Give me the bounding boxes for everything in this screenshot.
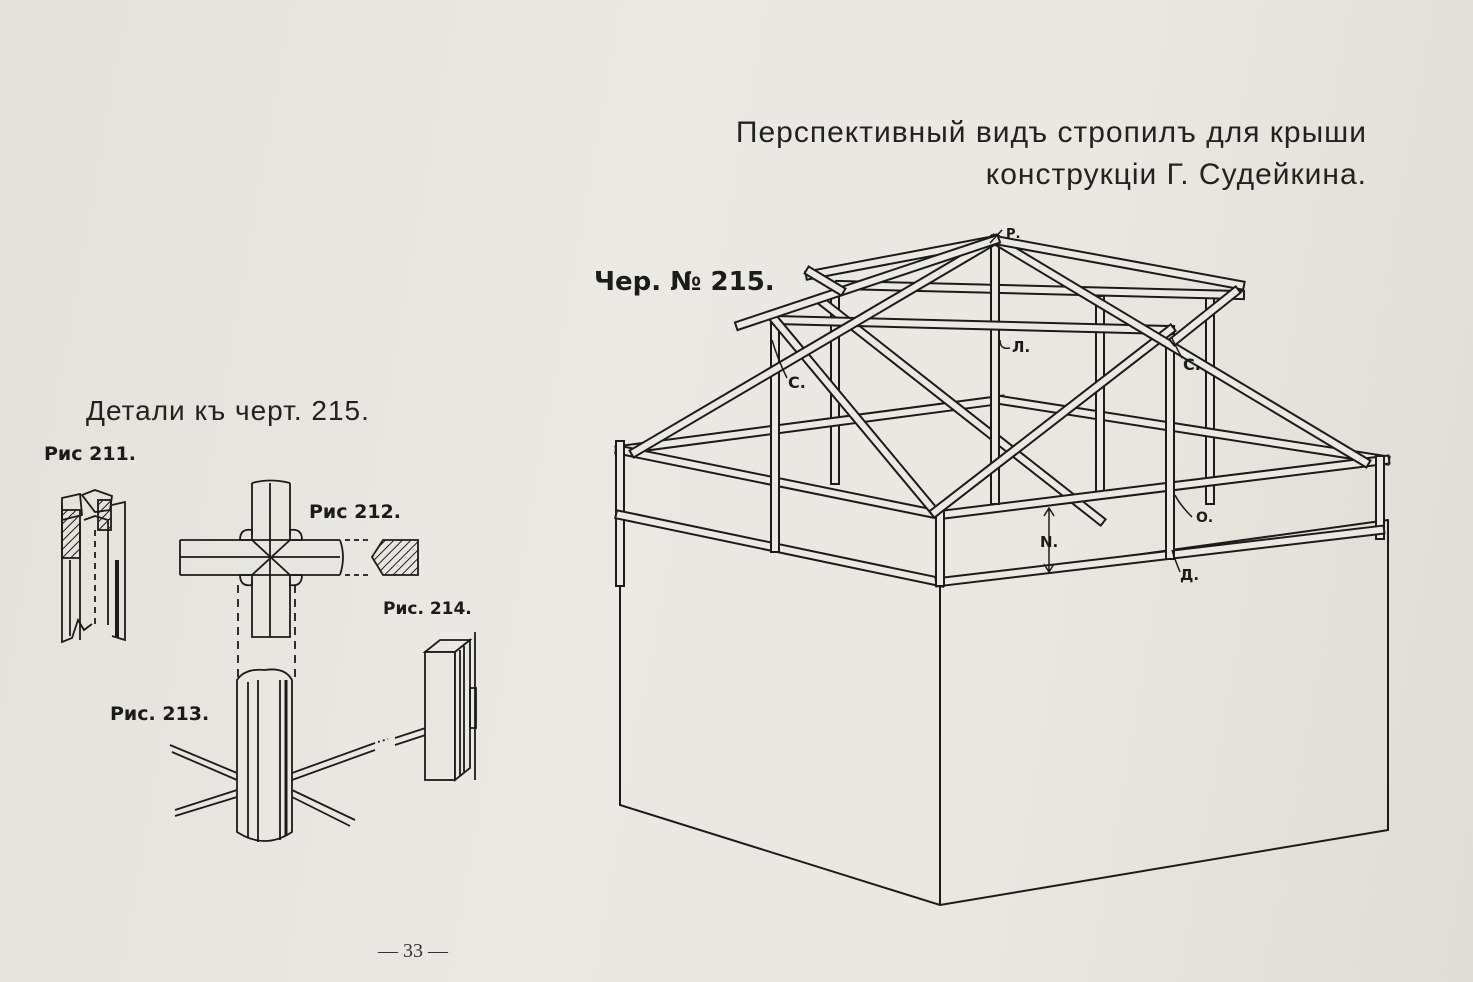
marker-c-left: С. bbox=[788, 373, 806, 392]
figure-211-drawing bbox=[61, 489, 126, 644]
marker-l: Л. bbox=[1012, 338, 1030, 356]
title-line-2: конструкціи Г. Судейкина. bbox=[985, 158, 1367, 191]
figure-214-label: Рис. 214. bbox=[383, 599, 472, 619]
marker-d: Д. bbox=[1180, 566, 1199, 584]
figure-212-label: Рис 212. bbox=[309, 501, 401, 523]
timber-beam bbox=[996, 396, 1389, 464]
timber-beam bbox=[936, 526, 1384, 586]
marker-leaders bbox=[771, 229, 1193, 574]
details-heading: Детали къ черт. 215. bbox=[86, 395, 370, 426]
timber-members bbox=[614, 233, 1391, 588]
marker-p: Р. bbox=[1006, 227, 1020, 242]
figure-212-drawing bbox=[179, 479, 419, 680]
title-line-1: Перспективный видъ стропилъ для крыши bbox=[735, 116, 1367, 149]
timber-beam bbox=[616, 396, 1004, 454]
timber-beam bbox=[805, 267, 845, 295]
figure-213-label: Рис. 213. bbox=[110, 703, 209, 725]
main-labels: Чер. № 215. Р. Л. С. С. О. N. Д. bbox=[594, 227, 1213, 584]
timber-beam bbox=[930, 325, 1175, 517]
detail-figures: Рис 211. Рис 212. Рис. 214. Рис. 213. bbox=[44, 443, 477, 842]
timber-beam bbox=[991, 236, 1244, 289]
timber-beam bbox=[990, 235, 1370, 467]
figure-214-drawing bbox=[422, 632, 477, 782]
drawing-number-label: Чер. № 215. bbox=[594, 267, 775, 297]
page-number: — 33 — bbox=[378, 940, 448, 962]
timber-beam bbox=[815, 295, 1105, 525]
page-title: Перспективный видъ стропилъ для крыши ко… bbox=[736, 112, 1367, 196]
marker-o: О. bbox=[1196, 510, 1213, 526]
marker-c-right: С. bbox=[1183, 355, 1201, 374]
timber-beam bbox=[630, 235, 1000, 457]
timber-beam bbox=[1170, 287, 1240, 345]
timber-beam bbox=[736, 236, 999, 329]
timber-beam bbox=[936, 456, 1389, 519]
figure-213-drawing bbox=[169, 668, 451, 842]
timber-beam bbox=[771, 316, 1174, 334]
figure-211-label: Рис 211. bbox=[44, 443, 136, 465]
